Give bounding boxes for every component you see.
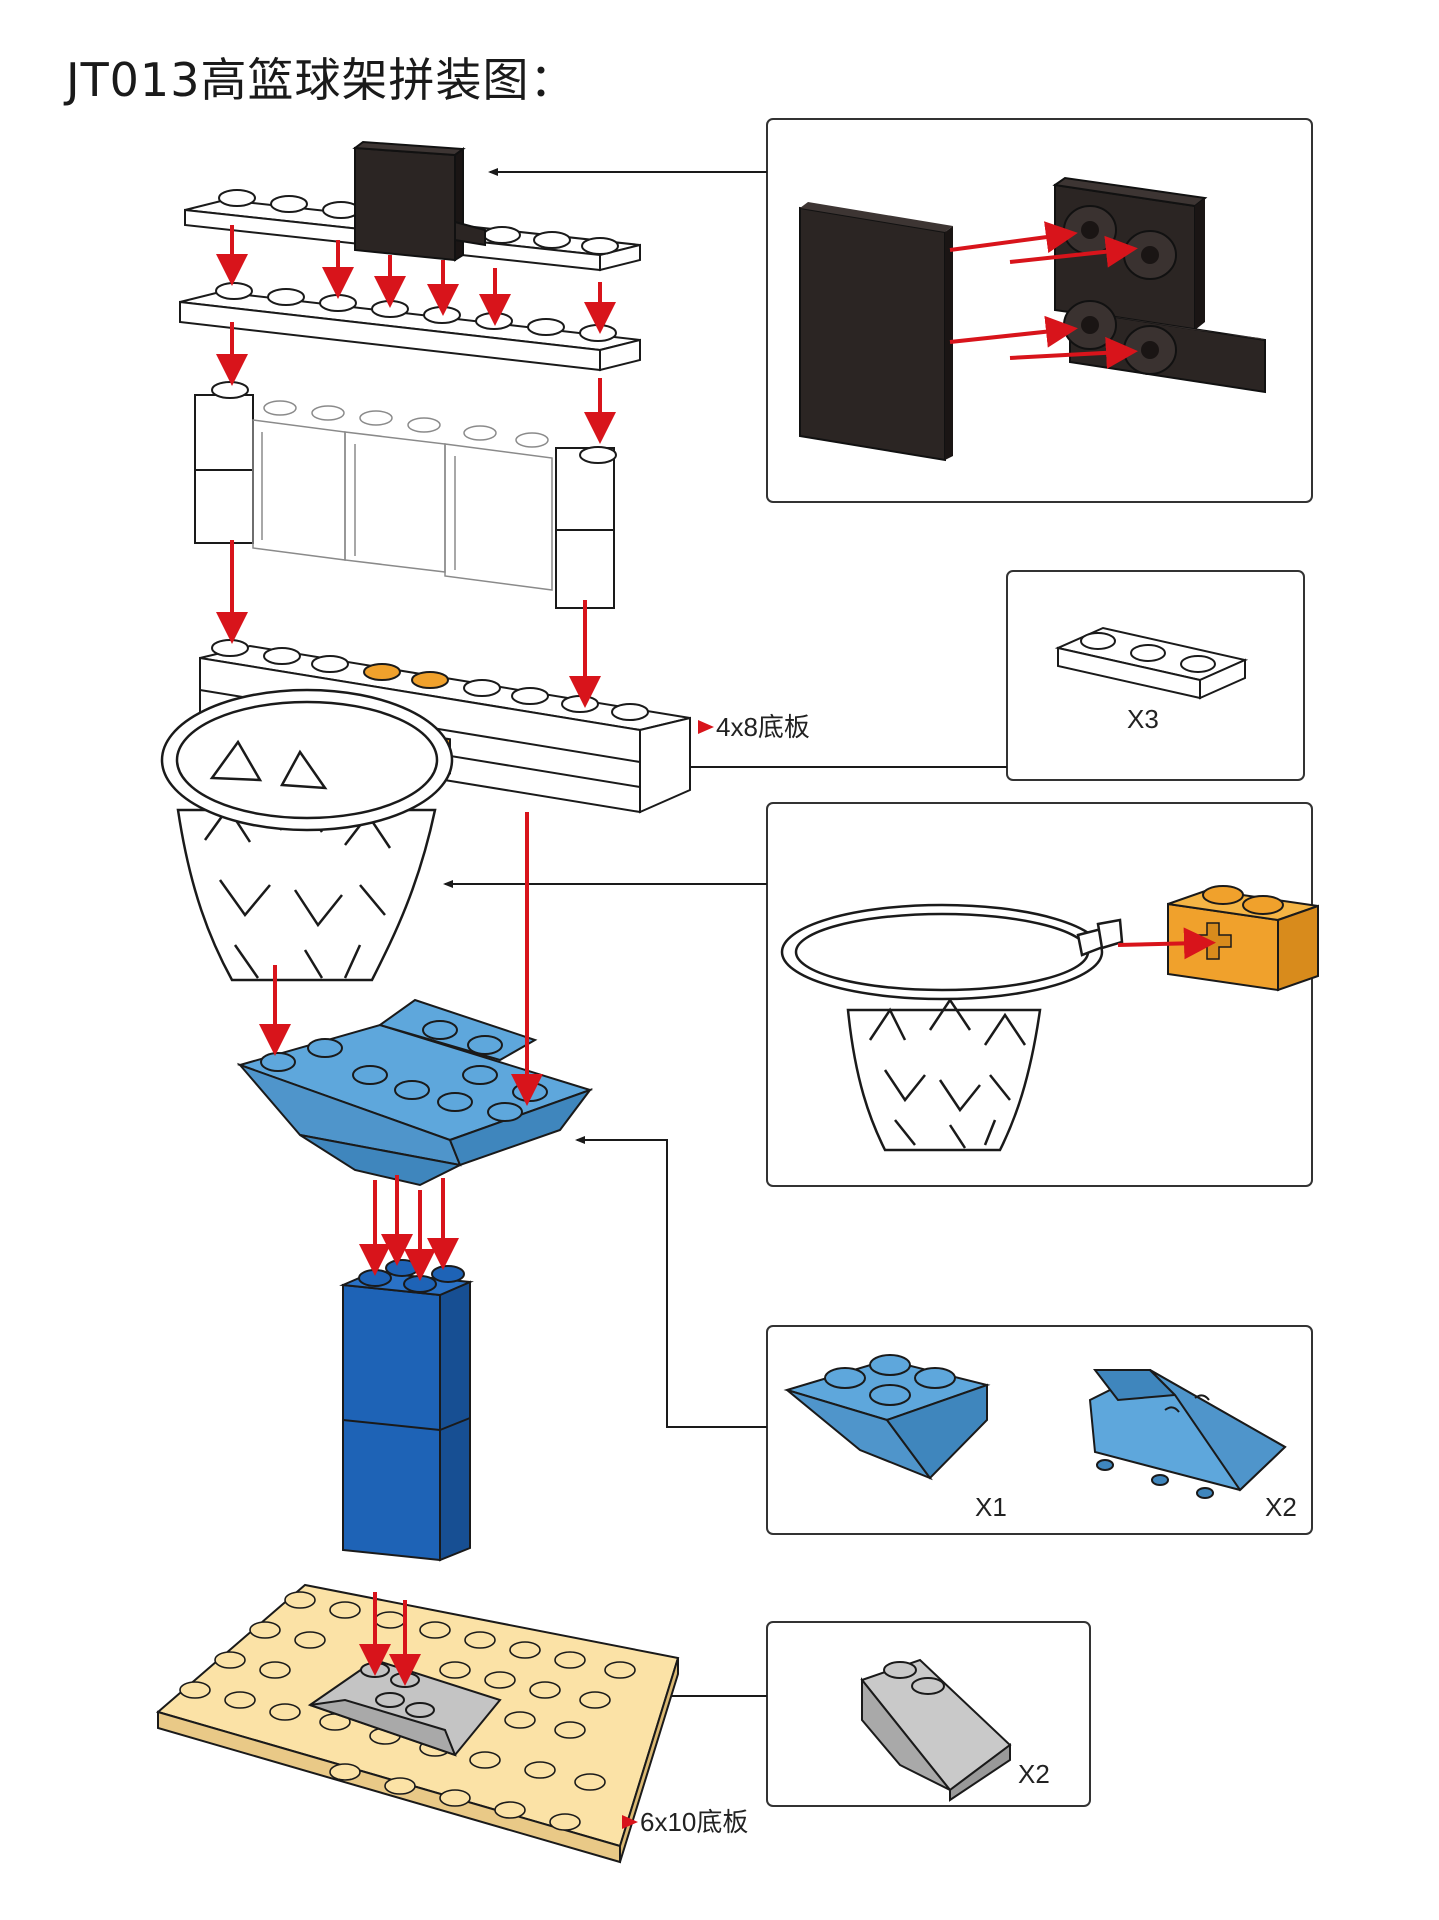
blue-inverted-slope-assembly: [236, 998, 594, 1187]
baseplate-4x8-label: 4x8底板: [716, 712, 810, 742]
callout-hoop-box: [766, 802, 1319, 1187]
baseplate-6x10: [155, 1583, 680, 1864]
callout-plate-1x3-box: X3: [1006, 570, 1305, 781]
baseplate-6x10-label: 6x10底板: [640, 1807, 748, 1837]
grey-slope-quantity: X2: [1018, 1759, 1050, 1789]
pointer-icon: [622, 1815, 638, 1829]
small-slope-quantity: X2: [1265, 1492, 1297, 1522]
blue-column-bricks: [339, 1259, 474, 1562]
grey-slope-icon: [860, 1658, 1012, 1802]
callout-blue-slopes-box: X1 X2: [766, 1325, 1313, 1535]
small-slope-icon: [1088, 1368, 1287, 1499]
second-plate-row: [179, 282, 641, 372]
pointer-icon: [698, 720, 714, 734]
window-brick-row: [194, 381, 617, 609]
dark-tile-icon: [799, 206, 946, 462]
assembly-arrows: [216, 225, 616, 1686]
callout-grey-slope-box: X2: [766, 1621, 1091, 1807]
plate-1x3-icon: [1054, 626, 1249, 700]
plate-1x3-quantity: X3: [1127, 704, 1159, 734]
page-title: JT013高篮球架拼装图：: [66, 53, 577, 107]
assembled-hoop: [160, 688, 454, 982]
backboard-bracket: [352, 140, 486, 262]
inverted-slope-icon: [783, 1354, 991, 1481]
inverted-slope-quantity: X1: [975, 1492, 1007, 1522]
hoop-icon: [780, 903, 1124, 1152]
callout-backboard-box: [766, 118, 1313, 503]
